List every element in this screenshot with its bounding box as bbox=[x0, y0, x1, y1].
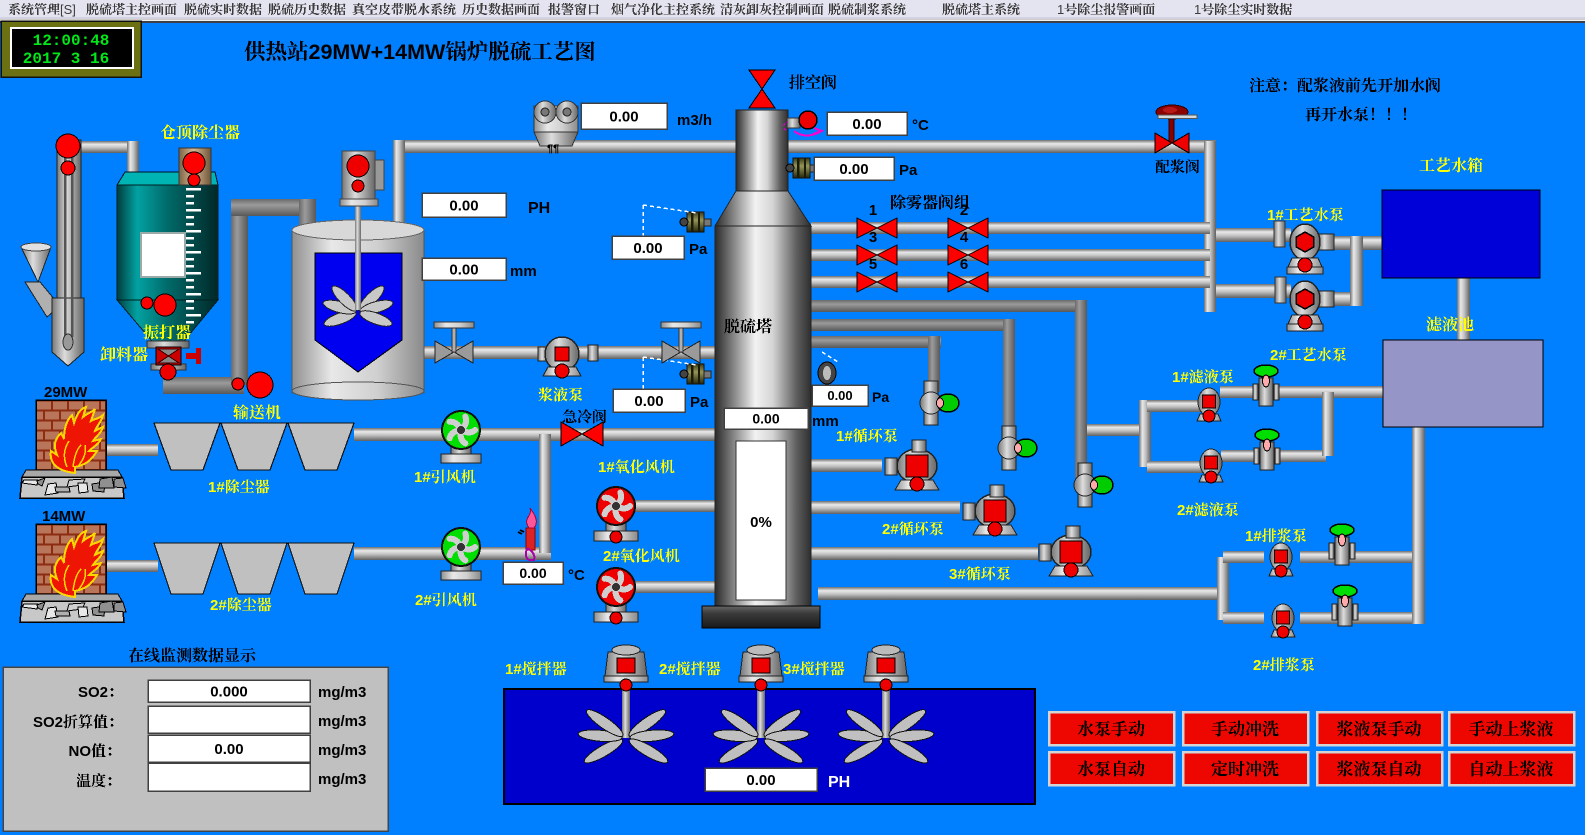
svg-text:2#: 2# bbox=[882, 521, 899, 538]
svg-text:m3/h: m3/h bbox=[677, 112, 712, 129]
svg-text:NO: NO bbox=[69, 743, 92, 760]
svg-text:1: 1 bbox=[1057, 2, 1064, 17]
svg-text:Pa: Pa bbox=[690, 394, 709, 411]
svg-text:1#: 1# bbox=[598, 459, 615, 476]
svg-text:SO2: SO2 bbox=[33, 714, 63, 731]
svg-text:0.00: 0.00 bbox=[752, 411, 779, 427]
svg-text:1: 1 bbox=[869, 202, 877, 219]
svg-text:12:00:48: 12:00:48 bbox=[33, 32, 110, 50]
svg-text:5: 5 bbox=[869, 256, 877, 273]
svg-text:0.000: 0.000 bbox=[210, 683, 248, 700]
svg-text:PH: PH bbox=[828, 774, 850, 791]
svg-text:3#: 3# bbox=[949, 566, 966, 583]
svg-text:3#: 3# bbox=[783, 661, 800, 678]
svg-text:29MW+14MW: 29MW+14MW bbox=[309, 40, 446, 64]
svg-text:2#: 2# bbox=[603, 548, 620, 565]
svg-text:mg/m3: mg/m3 bbox=[318, 742, 366, 759]
svg-text:mm: mm bbox=[510, 263, 537, 280]
svg-text:0.00: 0.00 bbox=[449, 197, 478, 214]
svg-text:1#: 1# bbox=[1267, 207, 1284, 224]
svg-text:0.00: 0.00 bbox=[746, 772, 775, 789]
svg-text:PH: PH bbox=[528, 200, 550, 217]
svg-text:mg/m3: mg/m3 bbox=[318, 684, 366, 701]
svg-text:0.00: 0.00 bbox=[839, 161, 868, 178]
svg-text:4: 4 bbox=[960, 229, 969, 246]
svg-text:2#: 2# bbox=[659, 661, 676, 678]
svg-text:1#: 1# bbox=[836, 428, 853, 445]
svg-text:1#: 1# bbox=[1172, 369, 1189, 386]
svg-text:1: 1 bbox=[1194, 2, 1201, 17]
svg-text:Pa: Pa bbox=[689, 241, 708, 258]
svg-text:Pa: Pa bbox=[872, 389, 889, 405]
svg-text:2#: 2# bbox=[1270, 347, 1287, 364]
svg-text:0.00: 0.00 bbox=[214, 741, 243, 758]
svg-text:0.00: 0.00 bbox=[634, 393, 663, 410]
svg-text:°C: °C bbox=[912, 117, 929, 134]
svg-text:0.00: 0.00 bbox=[449, 261, 478, 278]
svg-text:2017 3 16: 2017 3 16 bbox=[23, 50, 109, 68]
svg-text:1#: 1# bbox=[1245, 528, 1262, 545]
svg-text:2#: 2# bbox=[1253, 657, 1270, 674]
svg-text:1#: 1# bbox=[505, 661, 522, 678]
svg-text:°C: °C bbox=[568, 567, 585, 584]
svg-text:0.00: 0.00 bbox=[827, 388, 852, 403]
svg-text:0.00: 0.00 bbox=[852, 116, 881, 133]
svg-text:mg/m3: mg/m3 bbox=[318, 771, 366, 788]
svg-text:SO2: SO2 bbox=[78, 684, 108, 701]
svg-text:14MW: 14MW bbox=[42, 508, 86, 525]
svg-text:0.00: 0.00 bbox=[519, 565, 546, 581]
svg-text:0%: 0% bbox=[750, 514, 772, 531]
svg-text:29MW: 29MW bbox=[44, 384, 88, 401]
svg-text:¶¶: ¶¶ bbox=[547, 143, 559, 155]
svg-text:2#: 2# bbox=[1177, 502, 1194, 519]
svg-text:1#: 1# bbox=[414, 469, 431, 486]
svg-text:1#: 1# bbox=[208, 479, 225, 496]
svg-text:mg/m3: mg/m3 bbox=[318, 713, 366, 730]
svg-text:0.00: 0.00 bbox=[609, 108, 638, 125]
svg-text:mm: mm bbox=[812, 413, 839, 430]
svg-text:2#: 2# bbox=[415, 592, 432, 609]
svg-text:Pa: Pa bbox=[899, 162, 918, 179]
svg-text:2: 2 bbox=[960, 202, 968, 219]
svg-text:2#: 2# bbox=[210, 597, 227, 614]
svg-text:3: 3 bbox=[869, 229, 877, 246]
svg-text:6: 6 bbox=[960, 256, 968, 273]
svg-text:0.00: 0.00 bbox=[633, 240, 662, 257]
svg-text:[S]: [S] bbox=[60, 2, 76, 17]
